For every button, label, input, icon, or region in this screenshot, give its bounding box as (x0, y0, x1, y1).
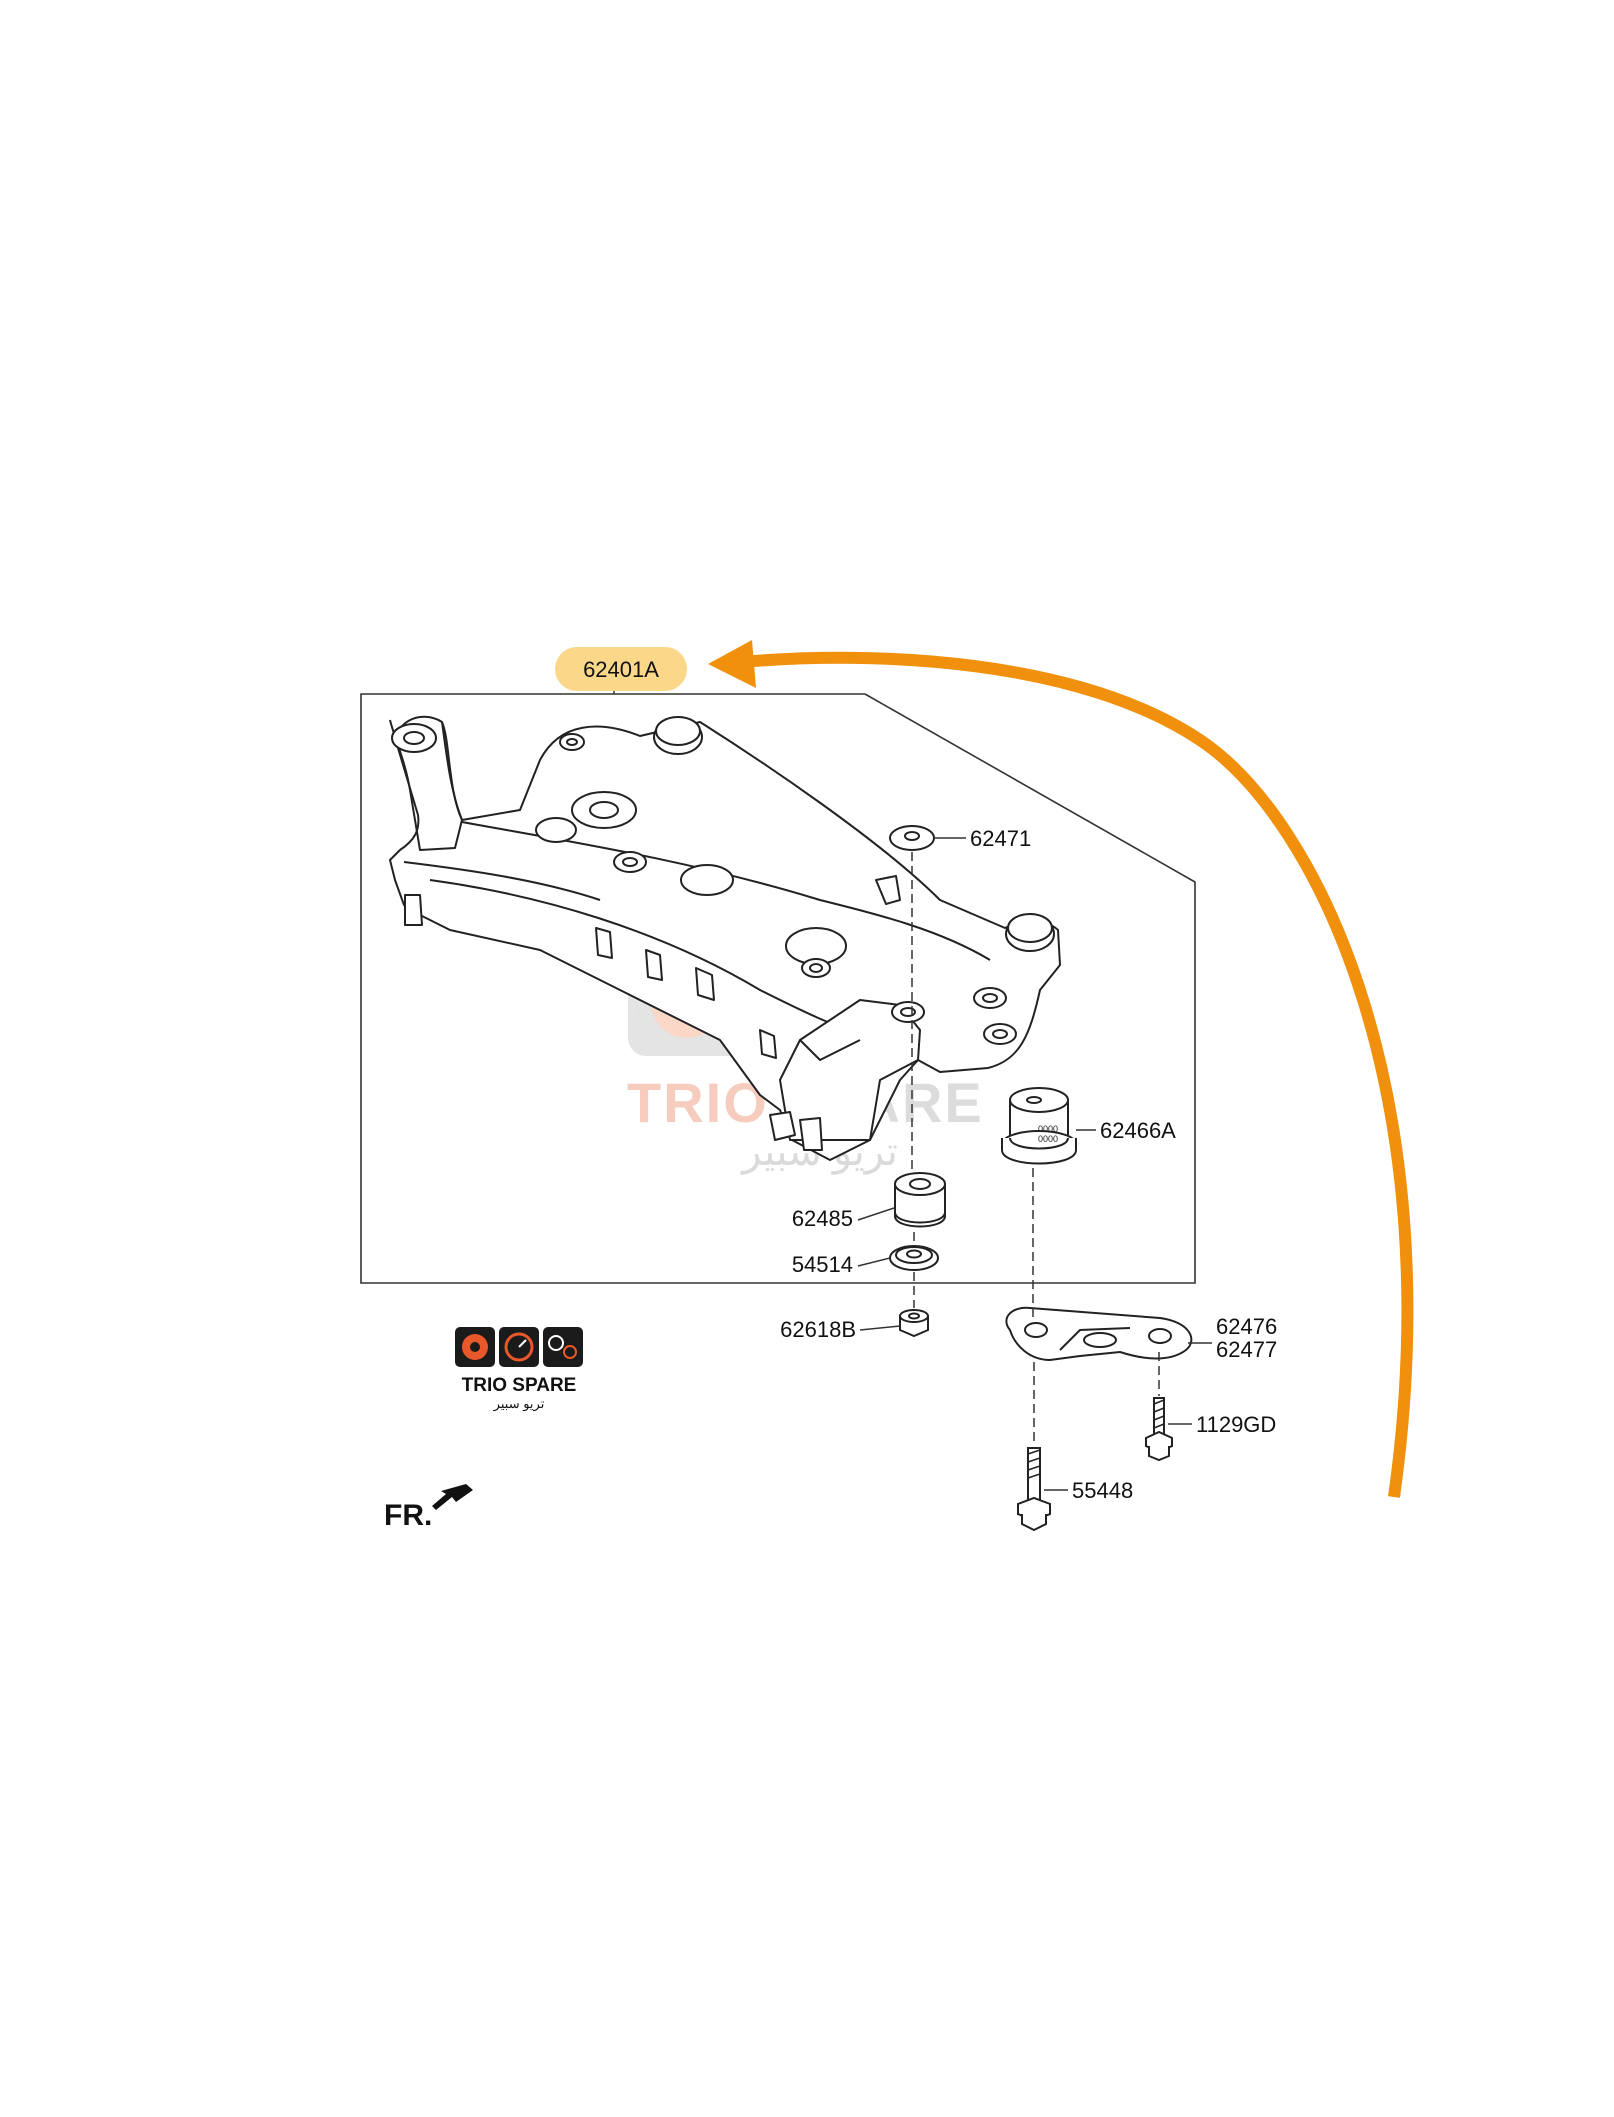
brand-logo: TRIO SPARE تريو سبير (455, 1327, 583, 1412)
front-arrow-icon (432, 1484, 473, 1510)
assembly-boundary (360, 693, 1196, 1284)
watermark-brand-trio: TRIO (627, 1071, 769, 1134)
part-washer-62471 (889, 825, 935, 851)
logo-brand-text: TRIO SPARE (462, 1375, 577, 1396)
front-direction-indicator: FR. (384, 1484, 473, 1532)
callout-62466a[interactable]: 62466A (1100, 1118, 1176, 1143)
part-bolt-55448 (1017, 1447, 1051, 1532)
callout-54514[interactable]: 54514 (792, 1252, 853, 1277)
main-part-label[interactable]: 62401A (555, 647, 687, 691)
callout-62477[interactable]: 62477 (1216, 1337, 1277, 1362)
callout-55448[interactable]: 55448 (1072, 1478, 1133, 1503)
part-nut-62618b (899, 1308, 929, 1338)
callout-62476[interactable]: 62476 (1216, 1314, 1277, 1339)
callout-62471[interactable]: 62471 (970, 826, 1031, 851)
svg-text:0000: 0000 (1038, 1134, 1058, 1144)
arrow-curve (741, 651, 1414, 1498)
callout-labels: 62471 62466A 62485 54514 62618B 62476 62… (780, 826, 1277, 1503)
part-washer-54514 (889, 1245, 939, 1271)
svg-text:0000: 0000 (1038, 1124, 1058, 1134)
logo-arabic-text: تريو سبير (493, 1396, 545, 1412)
leader-lines (613, 680, 1212, 1491)
part-bushing-62485 (894, 1172, 946, 1228)
part-bracket-62476 (1005, 1306, 1193, 1362)
callout-62618b[interactable]: 62618B (780, 1317, 856, 1342)
callout-62485[interactable]: 62485 (792, 1206, 853, 1231)
alignment-lines (911, 852, 1160, 1446)
highlight-arrow (708, 640, 1414, 1498)
callout-1129gd[interactable]: 1129GD (1196, 1412, 1276, 1437)
part-bolt-1129gd (1145, 1397, 1173, 1462)
arrow-head (708, 640, 756, 688)
part-bushing-62466a: 0000 0000 (1001, 1087, 1077, 1165)
main-part-number[interactable]: 62401A (583, 657, 659, 682)
main-part-highlight (555, 647, 687, 691)
front-label: FR. (384, 1499, 432, 1532)
subframe-drawing (389, 715, 1061, 1161)
exploded-parts: 0000 0000 (889, 825, 1193, 1532)
